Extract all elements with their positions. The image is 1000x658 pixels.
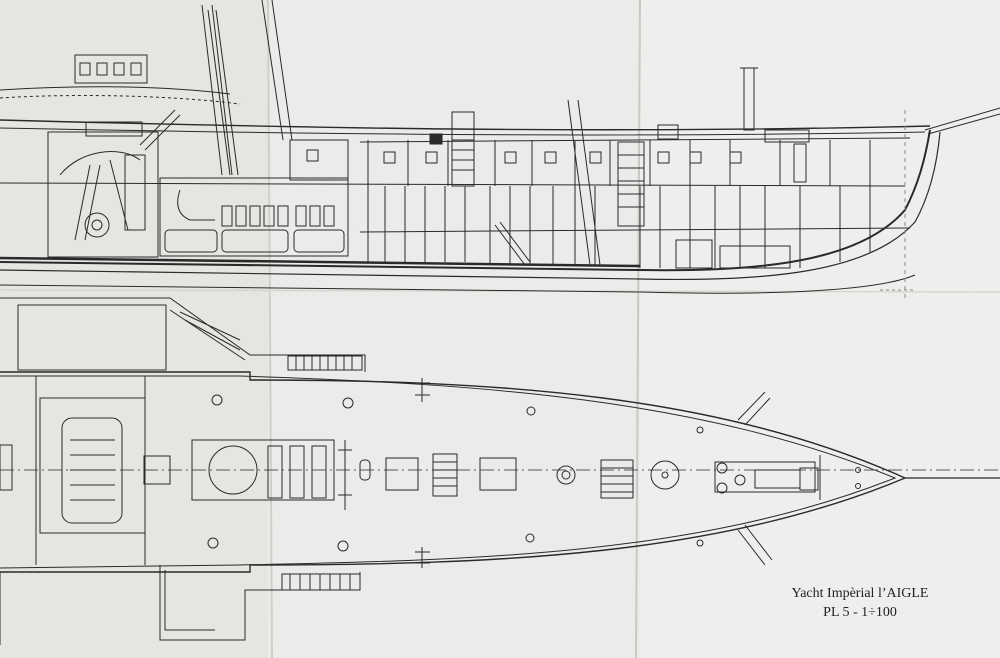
plate-scale: PL 5 - 1÷100 <box>823 605 897 620</box>
stern-deckhouse <box>74 54 148 84</box>
aft-deck <box>0 376 171 565</box>
cabin-windows <box>306 129 810 164</box>
deck-plan <box>0 297 1000 645</box>
engine-room <box>47 109 181 258</box>
anchor-davits <box>737 391 773 566</box>
keel-line <box>0 274 916 294</box>
hull-bottom <box>0 129 931 272</box>
skylight-companion <box>191 439 335 501</box>
title-block: Yacht Impèrial l’AIGLE PL 5 - 1÷100 <box>760 584 960 622</box>
boiler-compartments <box>159 177 349 257</box>
deck-fittings <box>207 378 861 568</box>
forward-vent <box>429 67 758 145</box>
hatches <box>385 453 634 499</box>
drawing-title: Yacht Impèrial l’AIGLE <box>791 586 929 601</box>
side-profile <box>0 0 1000 300</box>
funnels <box>201 0 293 176</box>
windlass <box>650 455 821 500</box>
sheer-line <box>0 119 931 131</box>
bulkheads <box>289 139 871 269</box>
paddle-box-starboard <box>0 565 361 645</box>
ladders <box>451 99 807 266</box>
bowsprit <box>924 107 1000 135</box>
paddle-box-port <box>0 297 366 372</box>
